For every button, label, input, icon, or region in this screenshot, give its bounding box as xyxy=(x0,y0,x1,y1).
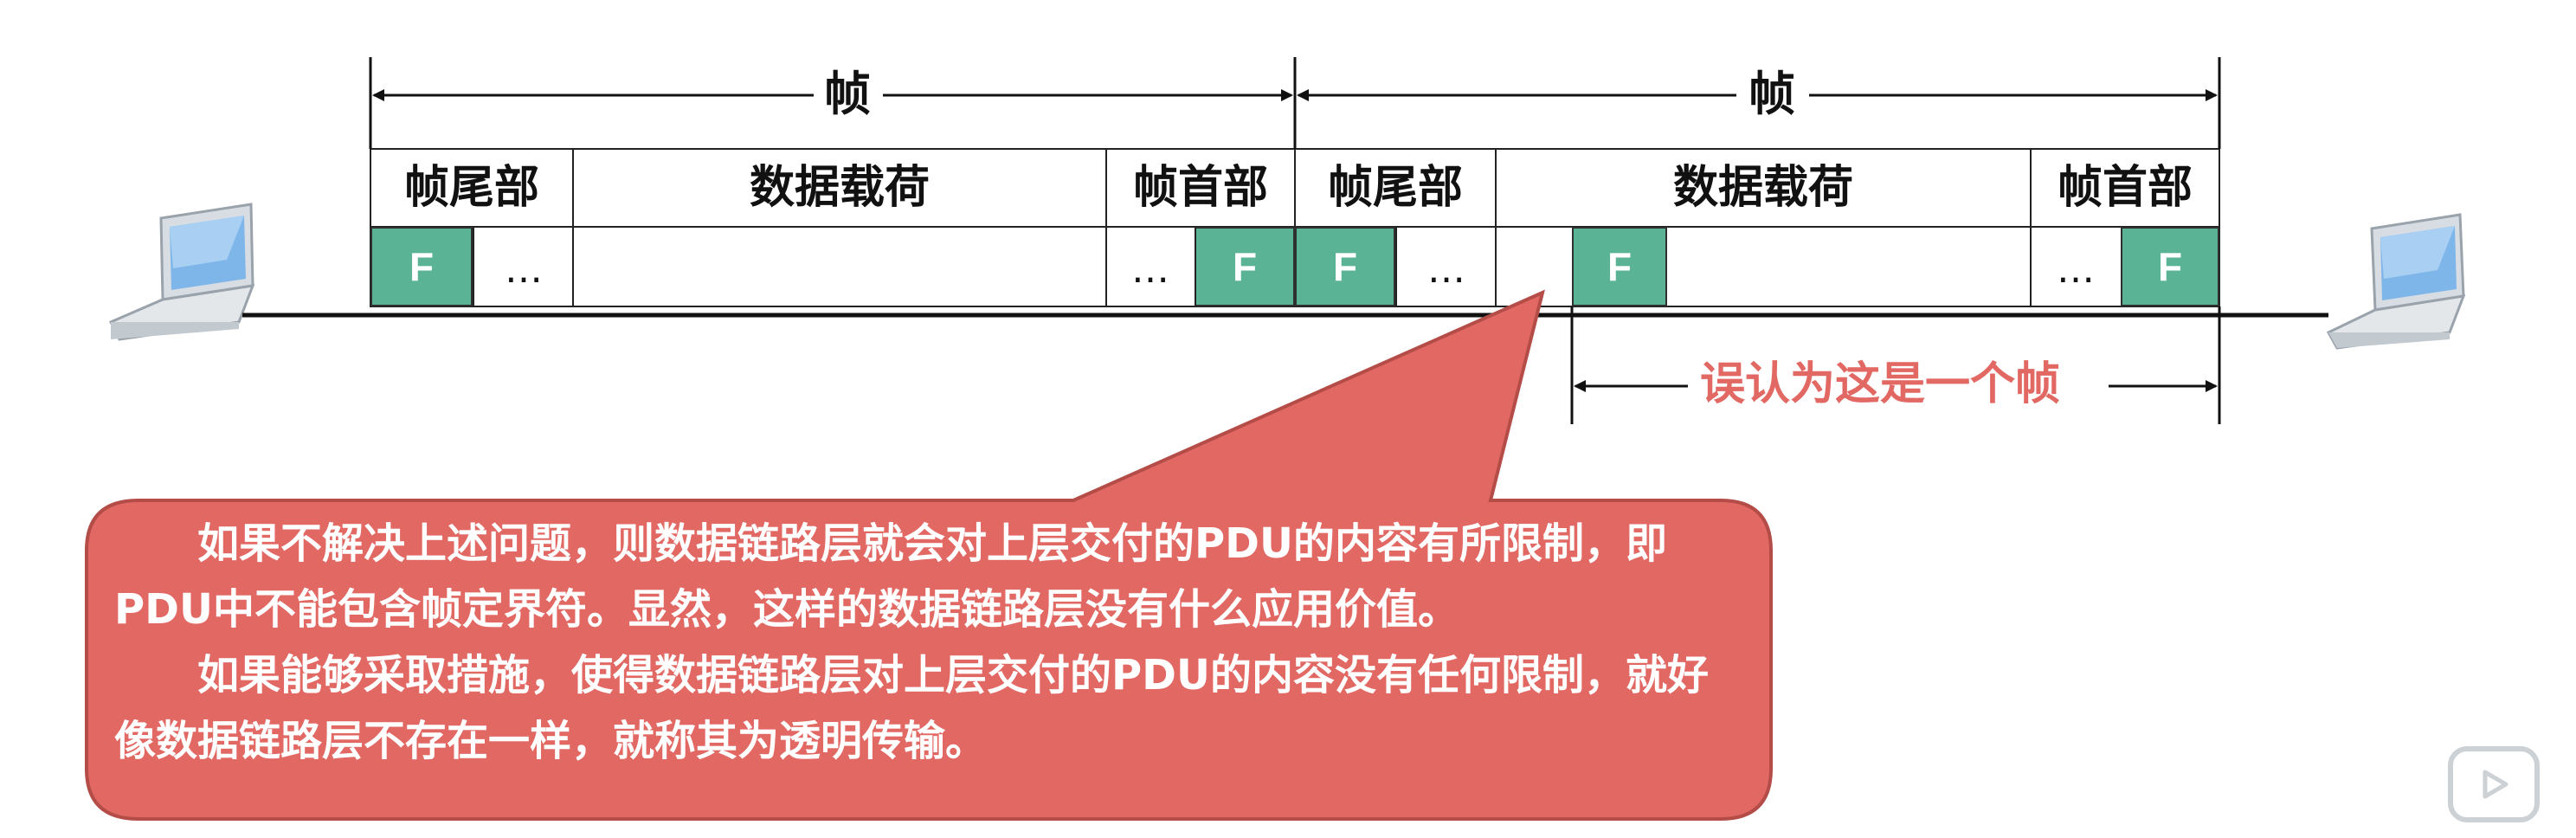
ellipsis: … xyxy=(1427,248,1465,292)
flag-box: F xyxy=(370,227,473,306)
trailer-header-left: 帧尾部 xyxy=(403,162,539,214)
ellipsis: … xyxy=(2057,248,2095,292)
callout-bubble xyxy=(85,289,1773,821)
ellipsis: … xyxy=(505,248,543,292)
cell-divider xyxy=(473,227,474,306)
frame-span-markers xyxy=(369,57,2221,149)
payload-header-right: 数据载荷 xyxy=(1672,162,1853,214)
frame-label-left: 帧 xyxy=(824,67,871,121)
flag-box: F xyxy=(1195,227,1295,306)
ellipsis: … xyxy=(1131,248,1169,292)
trailer-header-right: 帧尾部 xyxy=(1327,162,1463,214)
frame-label-right: 帧 xyxy=(1748,67,1795,121)
play-button[interactable] xyxy=(2448,746,2540,822)
cell-divider xyxy=(1195,227,1196,306)
callout-paragraph-1: 如果不解决上述问题，则数据链路层就会对上层交付的PDU的内容有所限制，即PDU中… xyxy=(114,519,1668,634)
flag-box-in-payload: F xyxy=(1572,227,1667,306)
play-icon xyxy=(2483,770,2508,799)
flag-box: F xyxy=(1295,227,1395,306)
header-header-left: 帧首部 xyxy=(1132,162,1268,214)
misinterpret-label: 误认为这是一个帧 xyxy=(1688,362,2073,407)
payload-header-left: 数据载荷 xyxy=(749,162,930,214)
laptop-icon xyxy=(108,203,255,341)
callout-paragraph-2: 如果能够采取措施，使得数据链路层对上层交付的PDU的内容没有任何限制，就好像数据… xyxy=(114,651,1710,765)
cell-divider xyxy=(1395,227,1397,306)
misinterpret-span xyxy=(1570,306,2221,424)
callout-text: 如果不解决上述问题，则数据链路层就会对上层交付的PDU的内容有所限制，即PDU中… xyxy=(114,511,1742,774)
flag-box: F xyxy=(2121,227,2219,306)
header-header-right: 帧首部 xyxy=(2057,162,2193,214)
laptop-icon xyxy=(2326,213,2466,350)
